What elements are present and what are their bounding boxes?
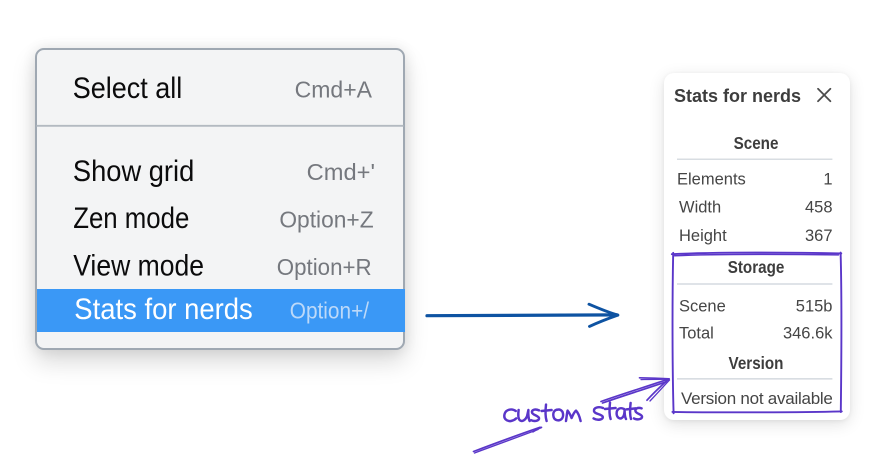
svg-text:Total: Total <box>679 325 714 343</box>
svg-text:Cmd+': Cmd+' <box>307 159 375 185</box>
svg-text:Stats for nerds: Stats for nerds <box>74 293 252 326</box>
svg-text:458: 458 <box>805 198 833 216</box>
svg-text:Scene: Scene <box>679 297 726 315</box>
svg-text:Stats for nerds: Stats for nerds <box>674 86 801 106</box>
svg-text:Version not available: Version not available <box>681 389 833 408</box>
svg-text:View mode: View mode <box>73 249 204 283</box>
svg-text:Scene: Scene <box>734 133 779 154</box>
svg-text:Option+R: Option+R <box>277 254 372 280</box>
svg-text:515b: 515b <box>796 297 833 315</box>
svg-text:Storage: Storage <box>728 257 785 278</box>
svg-text:Version: Version <box>729 353 784 374</box>
svg-text:Show grid: Show grid <box>73 155 194 188</box>
svg-text:Elements: Elements <box>677 170 746 188</box>
svg-text:1: 1 <box>823 170 832 188</box>
svg-text:Option+/: Option+/ <box>290 297 370 323</box>
svg-text:Cmd+A: Cmd+A <box>295 77 373 103</box>
svg-text:346.6k: 346.6k <box>783 325 833 343</box>
svg-text:Select all: Select all <box>73 72 182 106</box>
svg-text:Option+Z: Option+Z <box>279 206 373 232</box>
svg-text:367: 367 <box>805 227 833 245</box>
svg-text:Height: Height <box>679 227 727 245</box>
svg-text:Width: Width <box>679 198 721 216</box>
svg-text:Zen mode: Zen mode <box>73 201 189 234</box>
